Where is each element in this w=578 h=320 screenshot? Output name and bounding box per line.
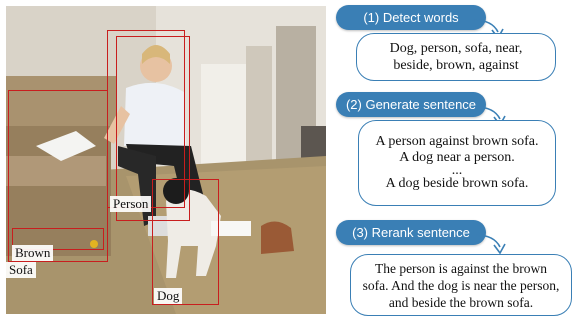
step-3-line: sofa. And the dog is near the person, — [363, 277, 560, 294]
step-1-line: Dog, person, sofa, near, — [390, 40, 523, 57]
step-1-line: beside, brown, against — [393, 57, 518, 74]
step-2-title: (2) Generate sentence — [336, 92, 486, 117]
step-2-line: A person against brown sofa. — [376, 134, 539, 150]
person-label: Person — [110, 196, 151, 212]
sofa-label: Sofa — [6, 262, 36, 278]
step-2-line: ... — [452, 166, 463, 176]
dog-detection-box — [152, 179, 219, 305]
step-3-line: and beside the brown sofa. — [389, 294, 533, 311]
step-2-line: A dog beside brown sofa. — [386, 176, 529, 192]
step-3-box: The person is against the brown sofa. An… — [350, 254, 572, 316]
step-1-box: Dog, person, sofa, near, beside, brown, … — [356, 33, 556, 81]
scene-photo: Person Brown Sofa Dog — [6, 6, 326, 314]
step-1-title: (1) Detect words — [336, 5, 486, 30]
step-3-line: The person is against the brown — [375, 260, 547, 277]
step-3-title: (3) Rerank sentence — [336, 220, 486, 245]
step-2-box: A person against brown sofa. A dog near … — [358, 120, 556, 206]
dog-label: Dog — [154, 288, 182, 304]
brown-label: Brown — [12, 245, 53, 261]
